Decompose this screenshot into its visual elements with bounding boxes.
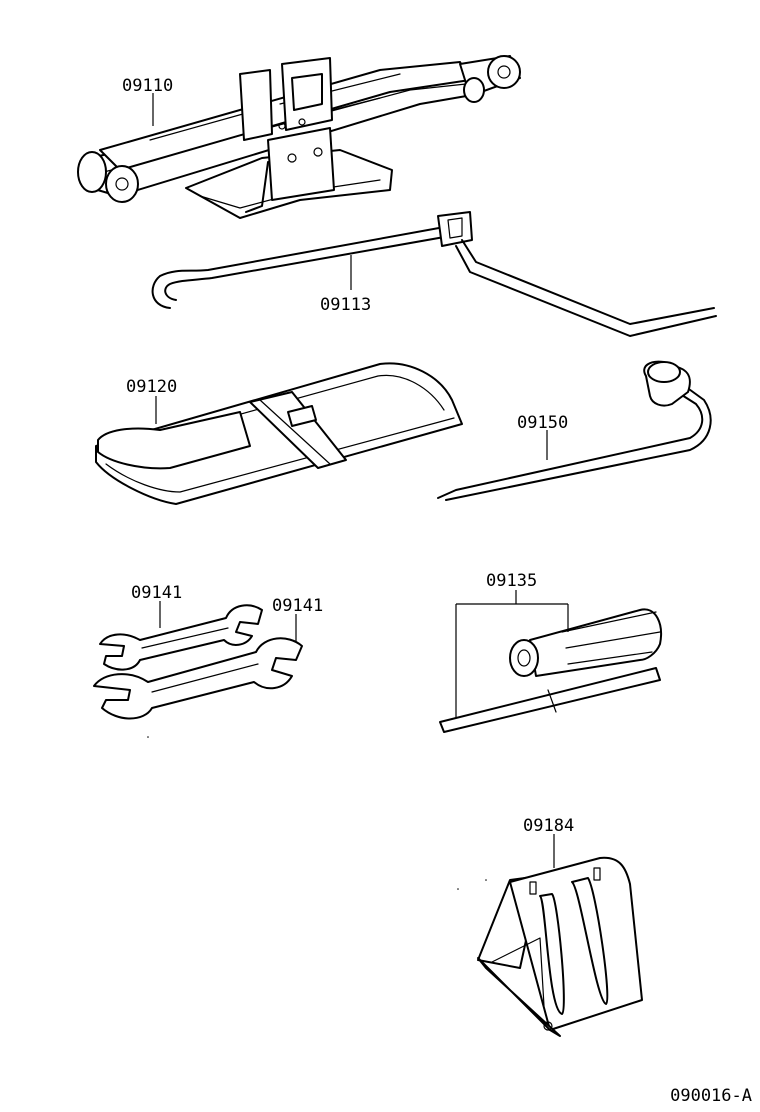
large-wrench-drawing bbox=[93, 637, 303, 720]
scan-dot bbox=[147, 736, 149, 738]
figure-ref-code: 090016-A bbox=[670, 1086, 752, 1106]
part-label-tool-bag: 09120 bbox=[126, 377, 177, 397]
part-label-wrench-large: 09141 bbox=[272, 596, 323, 616]
part-label-jack-handle: 09113 bbox=[320, 295, 371, 315]
small-wrench-drawing bbox=[99, 604, 263, 671]
tool-bag-drawing bbox=[95, 362, 463, 505]
leader-bracket-screwdriver bbox=[455, 590, 569, 718]
wheel-nut-wrench-drawing bbox=[437, 360, 712, 501]
wheel-chock-drawing bbox=[477, 856, 643, 1037]
part-label-jack: 09110 bbox=[122, 76, 173, 96]
screwdriver-drawing bbox=[439, 608, 662, 733]
part-label-wheel-chock: 09184 bbox=[523, 816, 574, 836]
part-label-wheel-nut-wrench: 09150 bbox=[517, 413, 568, 433]
jack-handle-drawing bbox=[151, 211, 717, 337]
scan-dot bbox=[457, 888, 459, 890]
scissor-jack-drawing bbox=[77, 55, 521, 219]
scan-dot bbox=[485, 879, 487, 881]
part-label-screwdriver: 09135 bbox=[486, 571, 537, 591]
part-label-wrench-small: 09141 bbox=[131, 583, 182, 603]
